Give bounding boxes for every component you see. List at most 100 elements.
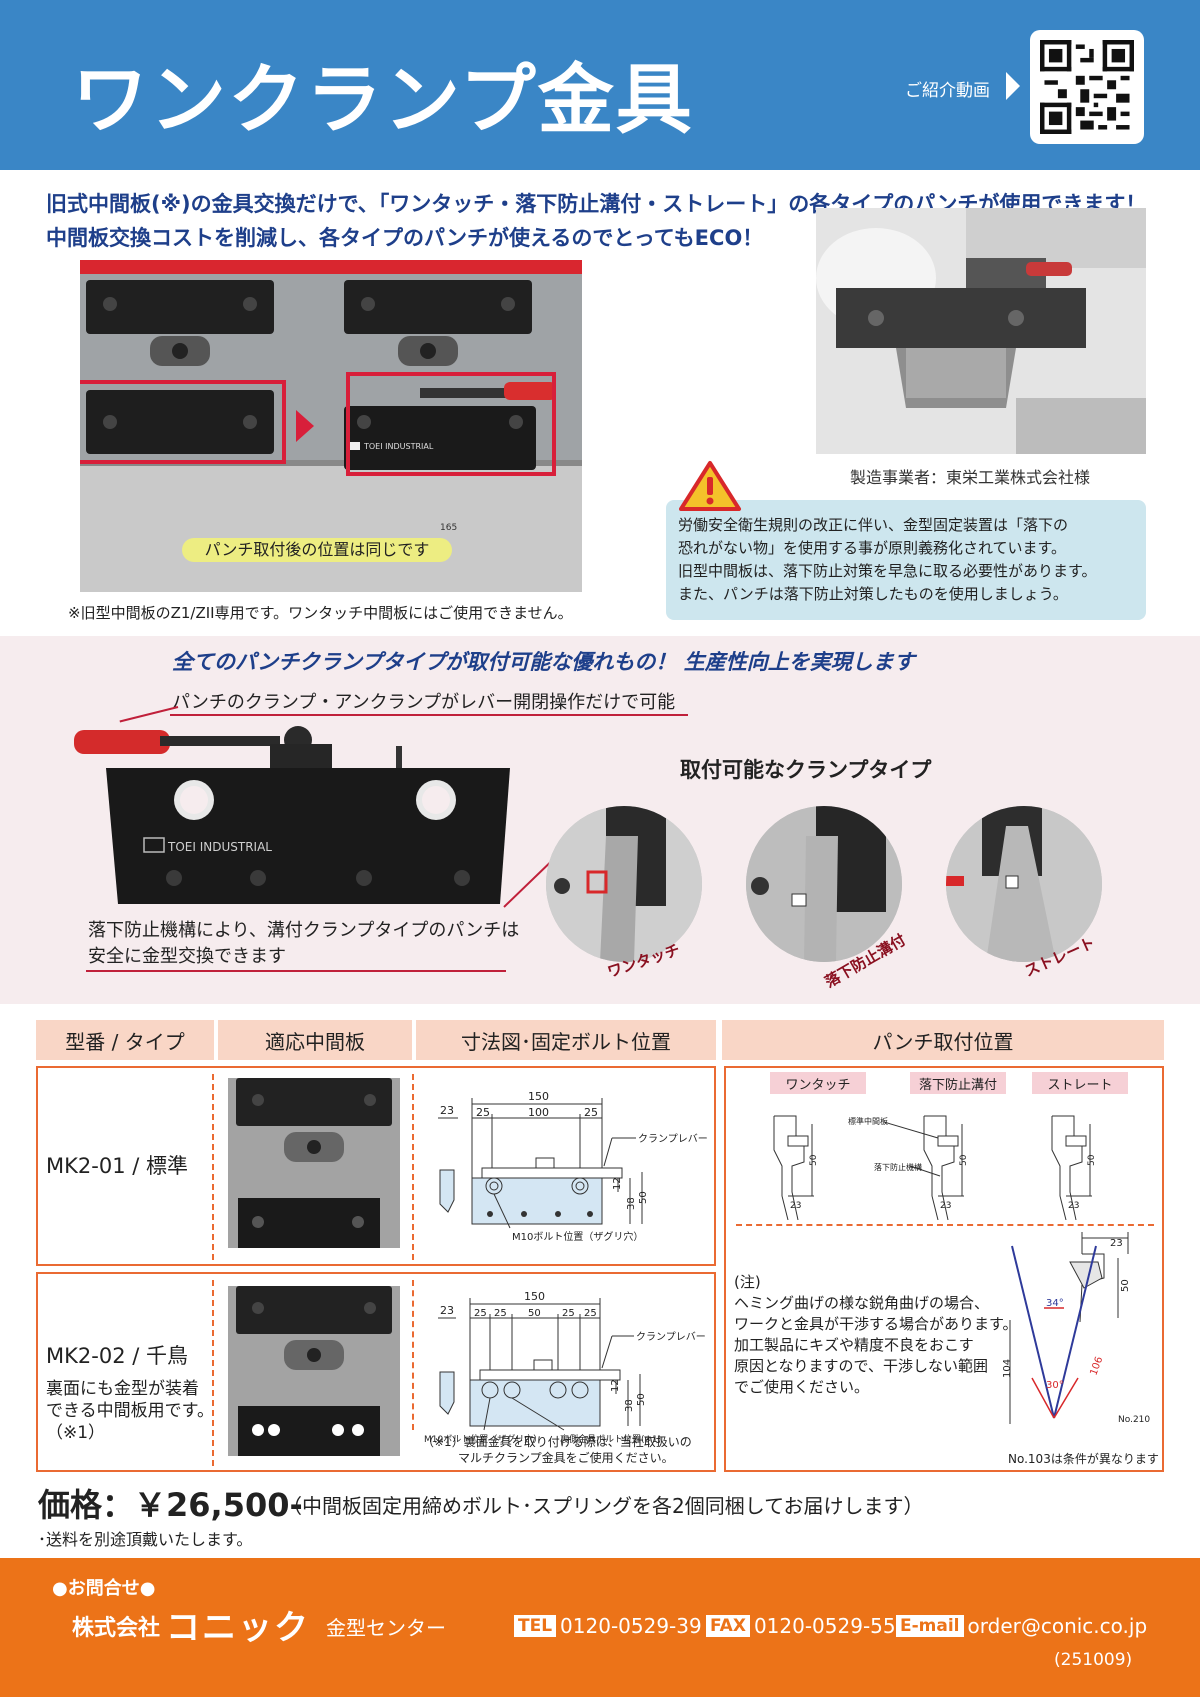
- svg-text:23: 23: [790, 1201, 801, 1211]
- svg-text:34°: 34°: [1046, 1298, 1064, 1309]
- company-logo: コニック: [166, 1608, 310, 1648]
- qr-code-icon: [1040, 40, 1134, 134]
- svg-text:50: 50: [636, 1393, 647, 1406]
- warning-line-1: 労働安全衛生規則の改正に伴い、金型固定装置は「落下の: [678, 516, 1069, 534]
- hemming-footnote: No.103は条件が異なります: [1008, 1452, 1159, 1466]
- fall-prevention-caption: 落下防止機構により、溝付クランプタイプのパンチは 安全に金型交換できます: [88, 918, 519, 970]
- document-code: (251009): [1054, 1650, 1133, 1670]
- col-header-position: パンチ取付位置: [722, 1020, 1164, 1060]
- clamp-types-title: 取付可能なクランプタイプ: [680, 758, 932, 782]
- dimension-drawing: 150 25 100 25 23 12 38 50 クランプレバー M10ボルト…: [438, 1090, 708, 1243]
- svg-text:23: 23: [440, 1304, 454, 1317]
- email-link[interactable]: order@conic.co.jp: [967, 1614, 1148, 1638]
- fall-underline: [86, 970, 506, 972]
- lever-caption: パンチのクランプ・アンクランプがレバー開閉操作だけで可能: [172, 692, 676, 713]
- col-header-drawing: 寸法図･固定ボルト位置: [416, 1020, 716, 1060]
- col-header-model: 型番 / タイプ: [36, 1020, 214, 1060]
- svg-text:150: 150: [528, 1090, 549, 1103]
- warning-icon: [679, 461, 741, 511]
- fax-number: 0120-0529-55: [753, 1614, 896, 1638]
- qr-code[interactable]: [1030, 30, 1144, 144]
- position-tag-straight: ストレート: [1032, 1072, 1128, 1094]
- svg-text:23: 23: [1110, 1238, 1123, 1249]
- clamp-product-photo: TOEI INDUSTRIAL: [74, 726, 510, 904]
- table-row: [36, 1272, 716, 1472]
- svg-text:50: 50: [1120, 1279, 1131, 1292]
- model-note: 裏面にも金型が装着 できる中間板用です。 （※1）: [46, 1379, 214, 1443]
- hemming-note: (注) ヘミング曲げの様な鋭角曲げの場合、 ワークと金具が干渉する場合があります…: [734, 1273, 1018, 1396]
- svg-text:30°: 30°: [1046, 1380, 1064, 1391]
- svg-text:50: 50: [809, 1154, 819, 1166]
- col-header-plate: 適応中間板: [218, 1020, 412, 1060]
- svg-text:25: 25: [584, 1106, 598, 1119]
- fall-caption-line-2: 安全に金型交換できます: [88, 946, 286, 967]
- svg-text:38: 38: [626, 1197, 637, 1210]
- row-divider: [412, 1074, 414, 1260]
- maker-caption: 製造事業者：東栄工業株式会社様: [850, 468, 1091, 487]
- position-same-label: パンチ取付後の位置は同じです: [204, 540, 430, 559]
- email-tag: E-mail: [896, 1615, 964, 1637]
- svg-text:23: 23: [1068, 1201, 1079, 1211]
- contact-label: ●お問合せ●: [52, 1578, 156, 1599]
- plate-photo: [228, 1286, 400, 1456]
- footer: [0, 1558, 1200, 1697]
- position-divider: [736, 1224, 1154, 1226]
- svg-text:25: 25: [474, 1308, 487, 1319]
- back-plate-footnote: （※1）裏面金具を取り付ける際は、当社取扱いの マルチクランプ金具をご使用くださ…: [422, 1435, 692, 1465]
- clamp-type-straight-photo: [946, 806, 1102, 962]
- tel-contact[interactable]: TEL 0120-0529-39: [514, 1614, 702, 1638]
- shipping-note: ･送料を別途頂戴いたします。: [38, 1530, 253, 1549]
- position-tag-onetouch: ワンタッチ: [770, 1072, 866, 1094]
- svg-text:裏側金具ボルト位置(※1): 裏側金具ボルト位置(※1): [560, 1433, 661, 1445]
- warning-line-4: また、パンチは落下防止対策したものを使用しましょう。: [678, 585, 1068, 603]
- dimension-drawing: 150 25 25 50 25 25 23 12 38 50 クランプレバー M…: [424, 1290, 706, 1445]
- svg-text:12: 12: [612, 1177, 623, 1190]
- row-divider: [212, 1074, 214, 1260]
- clamp-type-groove-photo: [746, 806, 902, 962]
- svg-text:12: 12: [610, 1379, 621, 1392]
- svg-text:50: 50: [528, 1308, 541, 1319]
- svg-text:25: 25: [494, 1308, 507, 1319]
- svg-text:25: 25: [476, 1106, 490, 1119]
- svg-text:104: 104: [1002, 1359, 1013, 1378]
- table-row: [36, 1066, 716, 1266]
- row-divider: [412, 1280, 414, 1430]
- svg-text:50: 50: [638, 1191, 649, 1204]
- email-contact[interactable]: E-mail order@conic.co.jp: [896, 1614, 1147, 1638]
- svg-text:150: 150: [524, 1290, 545, 1303]
- svg-text:標準中間板: 標準中間板: [848, 1116, 888, 1126]
- department: 金型センター: [326, 1616, 446, 1640]
- dimension-mark: 165: [440, 523, 457, 533]
- svg-text:23: 23: [940, 1201, 951, 1211]
- intro-line-2: 中間板交換コストを削減し、各タイプのパンチが使えるのでとってもECO！: [46, 226, 764, 250]
- warning-box: 労働安全衛生規則の改正に伴い、金型固定装置は「落下の 恐れがない物」を使用する事…: [666, 500, 1146, 620]
- plate-photo: [228, 1078, 400, 1248]
- model-name: MK2-01 / 標準: [46, 1154, 188, 1178]
- model-name: MK2-02 / 千鳥: [46, 1344, 188, 1368]
- fax-tag: FAX: [706, 1615, 750, 1637]
- warning-line-3: 旧型中間板は、落下防止対策を早急に取る必要性があります。: [678, 562, 1097, 580]
- fall-caption-line-1: 落下防止機構により、溝付クランプタイプのパンチは: [88, 920, 520, 941]
- punch-position-drawings: 標準中間板 落下防止機構 50 50 50 23 23 23: [773, 1115, 1097, 1220]
- tel-number[interactable]: 0120-0529-39: [560, 1614, 702, 1638]
- page-title: ワンクランプ金具: [72, 55, 694, 144]
- svg-text:No.210: No.210: [1118, 1415, 1150, 1425]
- clamp-brand-text: TOEI INDUSTRIAL: [167, 840, 272, 854]
- svg-text:クランプレバー: クランプレバー: [638, 1133, 708, 1145]
- svg-text:38: 38: [624, 1399, 635, 1412]
- part-brand-text: TOEI INDUSTRIAL: [363, 442, 434, 451]
- svg-text:M10ボルト位置（ザグリ穴）: M10ボルト位置（ザグリ穴）: [424, 1433, 542, 1445]
- price: 価格：￥26,500-: [38, 1486, 303, 1524]
- punch-position-panel: [724, 1066, 1164, 1472]
- feature-title: 全てのパンチクランプタイプが取付可能な優れもの！ 生産性向上を実現します: [172, 650, 915, 674]
- svg-text:M10ボルト位置（ザグリ穴）: M10ボルト位置（ザグリ穴）: [512, 1230, 643, 1243]
- video-label: ご紹介動画: [905, 81, 990, 101]
- before-after-photo: TOEI INDUSTRIAL 165 パンチ取付後の位置は同じです: [80, 260, 582, 592]
- install-photo: [816, 208, 1146, 454]
- svg-text:クランプレバー: クランプレバー: [636, 1331, 706, 1343]
- hemming-drawing: 23 50 104 106 34° 30° No.210: [1002, 1232, 1150, 1425]
- price-note: （中間板固定用締めボルト･スプリングを各2個同梱してお届けします）: [282, 1494, 924, 1518]
- svg-text:100: 100: [528, 1106, 549, 1119]
- svg-text:25: 25: [562, 1308, 575, 1319]
- row-divider: [212, 1280, 214, 1466]
